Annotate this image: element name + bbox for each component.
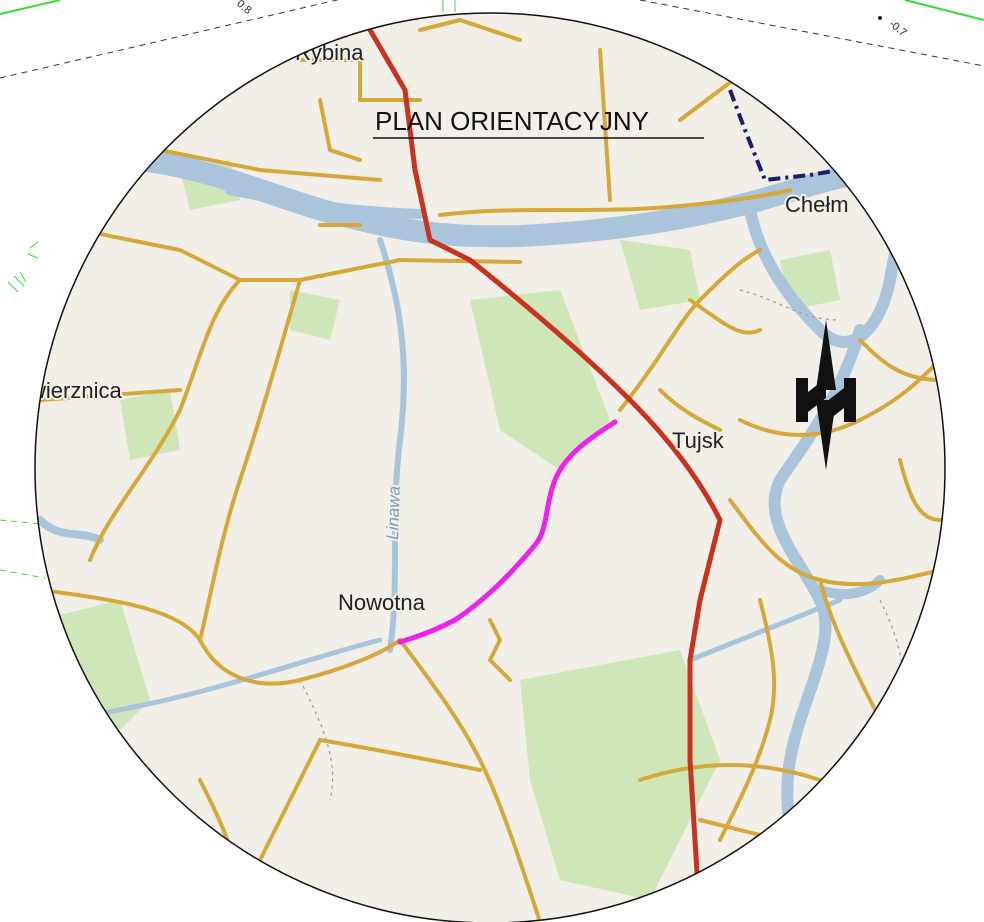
survey-mark-b: -0.7 — [887, 18, 909, 39]
admin-boundary — [728, 89, 841, 183]
place-label-wierznica: wierznica — [29, 378, 122, 403]
highlighted-route — [397, 419, 618, 645]
map-frame-circle — [34, 12, 946, 922]
north-arrow-icon: N — [0, 0, 856, 470]
map-title: PLAN ORIENTACYJNY — [375, 106, 649, 136]
secondary-roads — [38, 18, 942, 922]
survey-lines — [0, 0, 984, 579]
main-road — [367, 27, 723, 922]
place-label-tujsk: Tujsk — [672, 428, 725, 453]
river-label-linawa: Linawa — [383, 486, 404, 541]
place-label-chelm: Chełm — [785, 192, 849, 217]
place-label-nowotna: Nowotna — [338, 590, 426, 615]
survey-mark-a: 0.8 — [234, 0, 253, 17]
north-letter: N — [0, 0, 1, 1]
